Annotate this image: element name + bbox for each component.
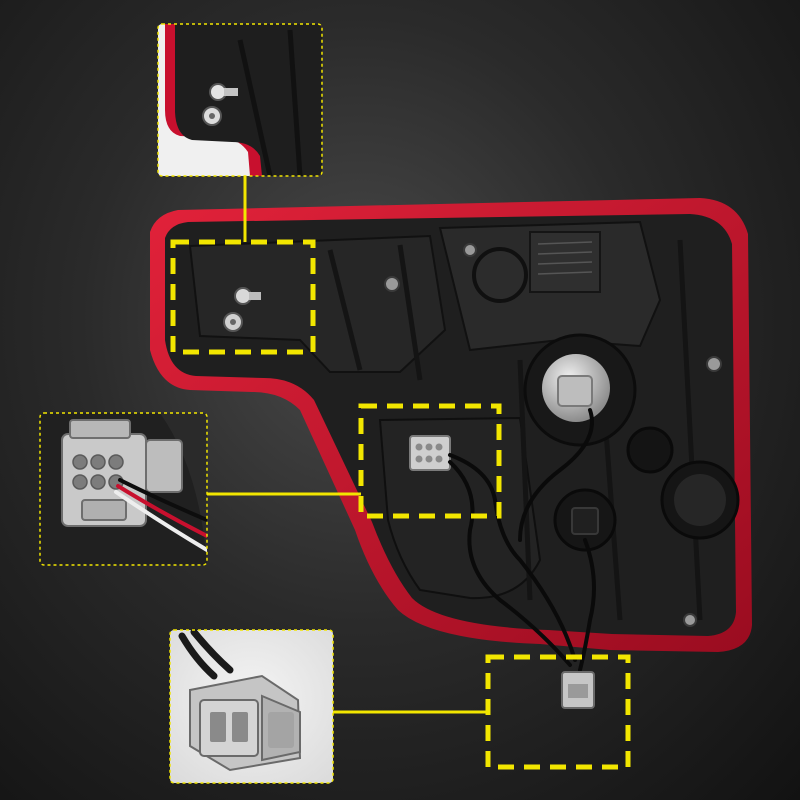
tail-light-housing xyxy=(150,198,752,709)
pigtail-cable xyxy=(178,628,234,680)
molded-text-lines xyxy=(537,241,593,275)
pigtail-connector-in-photo xyxy=(561,671,595,709)
connector-plug-icon xyxy=(189,674,302,772)
mounting-stud-icon xyxy=(223,287,261,332)
wiring-harness xyxy=(448,408,596,672)
zoom-panel-harness-connector xyxy=(39,412,208,566)
highlight-box-connector xyxy=(358,403,502,519)
harness-connector-in-photo xyxy=(409,435,451,471)
zoom-panel-pigtail-connector xyxy=(169,628,334,784)
zoom-frame xyxy=(157,23,323,177)
zoom-frame xyxy=(39,412,208,566)
bulb-socket-lower xyxy=(553,488,617,552)
highlight-box-studs xyxy=(170,239,316,355)
bulb-socket-large xyxy=(523,333,637,447)
housing-panel-left xyxy=(188,234,447,373)
connector-wires xyxy=(114,478,207,552)
leader-lines xyxy=(207,176,488,714)
bulb-socket-round xyxy=(626,426,740,540)
mounting-screws xyxy=(384,243,722,627)
highlight-box-pigtail xyxy=(485,654,631,770)
zoom-panel-mounting-studs xyxy=(157,23,323,177)
vent-port xyxy=(472,247,528,303)
connector-plug-icon xyxy=(61,419,183,527)
mounting-stud-icon xyxy=(202,83,238,126)
